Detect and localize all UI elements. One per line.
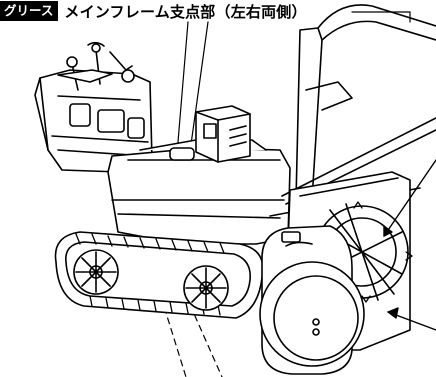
rear-control-panel: [34, 69, 153, 173]
grease-point-arrows: [383, 159, 436, 331]
grease-badge: グリース: [0, 1, 59, 21]
main-body-housing: [107, 139, 291, 245]
front-side-plate: [259, 225, 365, 375]
levers: [57, 41, 135, 91]
engine-block: [169, 105, 251, 163]
grease-callout: グリース メインフレーム支点部（左右両側）: [0, 0, 307, 22]
handlebar: [295, 4, 436, 201]
track-wheels: [73, 249, 229, 311]
grease-point-caption: メインフレーム支点部（左右両側）: [64, 2, 307, 21]
